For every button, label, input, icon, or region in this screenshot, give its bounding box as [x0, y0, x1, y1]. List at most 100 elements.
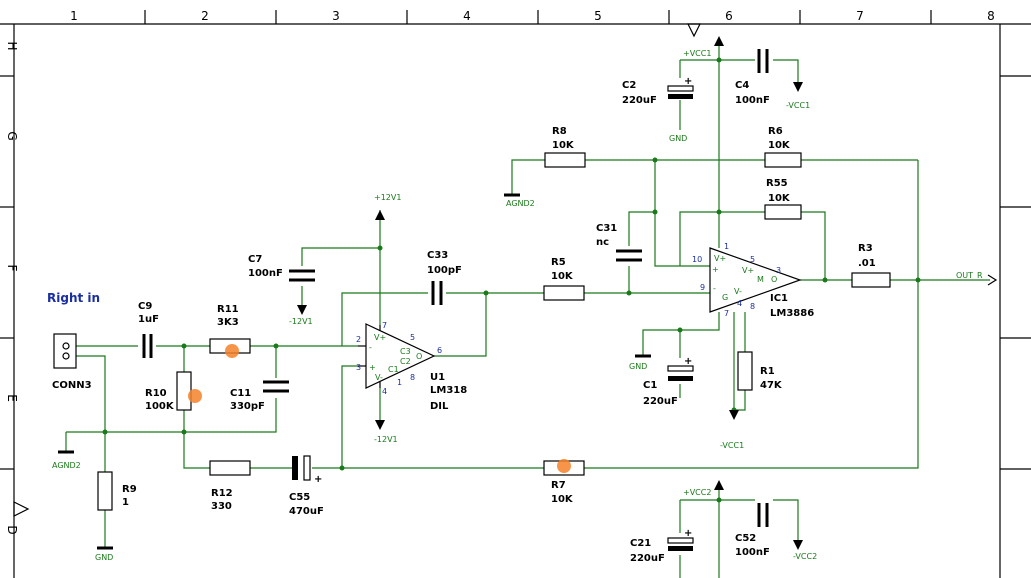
r6-value: 10K [768, 140, 791, 151]
minus12v1-c7-label: -12V1 [289, 317, 313, 326]
r7-ref: R7 [551, 480, 566, 491]
r9-value: 1 [122, 497, 129, 508]
grid-labels: 1 2 3 4 5 6 7 8 H G F E D [5, 9, 995, 535]
u1-vminus-label: V- [375, 373, 383, 382]
u1-pin7: 7 [382, 321, 387, 330]
ic1-vminus-label: V- [734, 287, 742, 296]
u1-ref: U1 [430, 372, 445, 383]
c7-value: 100nF [248, 268, 283, 279]
agnd2-top-symbol: AGND2 [504, 193, 535, 208]
u1-opamp: 2 3 7 4 5 6 1 8 V+ - + V- C3 C2 C1 O U1 … [356, 321, 467, 412]
c2-capacitor: + C2 220uF [622, 76, 694, 106]
r5-ref: R5 [551, 257, 566, 268]
grid-col-1: 1 [70, 9, 78, 23]
r11-value: 3K3 [217, 317, 239, 328]
c11-capacitor: C11 330pF [230, 380, 289, 412]
r7-value: 10K [551, 494, 574, 505]
r10-resistor: R10 100K [145, 371, 192, 412]
c55-value: 470uF [289, 506, 324, 517]
c33-ref: C33 [427, 250, 448, 261]
u1-o-label: O [416, 352, 422, 361]
ic1-m-label: M [757, 275, 764, 284]
gnd-bottom-left-symbol: GND [95, 546, 113, 562]
r3-resistor: R3 .01 [851, 243, 891, 288]
grid-col-8: 8 [987, 9, 995, 23]
ic1-pin4: 4 [737, 299, 742, 308]
u1-minus-label: - [369, 343, 372, 352]
r5-resistor: R5 10K [543, 257, 585, 301]
grid-row-g: G [5, 131, 19, 140]
minus-vcc1-c4-symbol: -VCC1 [786, 82, 810, 110]
c1-plus-mark: + [684, 356, 692, 367]
c2-value: 220uF [622, 95, 657, 106]
u1-pin1: 1 [397, 378, 402, 387]
plus12v1-symbol: +12V1 [374, 193, 401, 220]
c21-capacitor: + C21 220uF [630, 528, 694, 564]
conn3-connector: CONN3 [52, 333, 92, 391]
c52-capacitor: C52 100nF [735, 503, 770, 558]
r55-value: 10K [768, 193, 791, 204]
ic1-value: LM3886 [770, 308, 814, 319]
minus12v1-c7-symbol: -12V1 [289, 305, 313, 326]
gnd-ic1-label: GND [629, 362, 647, 371]
gnd-bottom-left-label: GND [95, 553, 113, 562]
c9-capacitor: C9 1uF [138, 301, 159, 358]
c31-ref: C31 [596, 223, 617, 234]
minus12v1-u1-label: -12V1 [374, 435, 398, 444]
r8-value: 10K [552, 140, 575, 151]
r12-resistor: R12 330 [209, 460, 251, 512]
r12-value: 330 [211, 501, 232, 512]
gnd-ic1-symbol: GND [629, 354, 651, 371]
grid-col-7: 7 [856, 9, 864, 23]
c21-value: 220uF [630, 553, 665, 564]
u1-c2-label: C2 [400, 357, 411, 366]
r5-value: 10K [551, 271, 574, 282]
c11-ref: C11 [230, 388, 251, 399]
out-r-label: OUT_R [956, 271, 983, 280]
junctions [102, 57, 921, 503]
u1-value: LM318 [430, 385, 467, 396]
sheet-frame [0, 10, 1031, 578]
gnd-c2-label: GND [669, 134, 687, 143]
ic1-pin10: 10 [692, 255, 702, 264]
r8-resistor: R8 10K [544, 126, 586, 168]
r11-ref: R11 [217, 304, 239, 315]
c7-capacitor: C7 100nF [248, 254, 315, 282]
minus-vcc2-symbol: -VCC2 [793, 540, 817, 561]
out-r-port: OUT_R [956, 271, 998, 286]
c9-value: 1uF [138, 314, 159, 325]
c31-value: nc [596, 237, 609, 248]
c2-ref: C2 [622, 80, 636, 91]
minus-vcc1-c4-label: -VCC1 [786, 101, 810, 110]
c55-capacitor: + C55 470uF [289, 455, 324, 517]
r55-resistor: R55 10K [764, 178, 802, 220]
c7-ref: C7 [248, 254, 262, 265]
ic1-pin3: 3 [776, 266, 781, 275]
u1-c3-label: C3 [400, 347, 411, 356]
c4-ref: C4 [735, 80, 749, 91]
u1-vplus-label: V+ [374, 333, 386, 342]
wires [65, 44, 990, 578]
minus-vcc1-ic1-label: -VCC1 [720, 441, 744, 450]
grid-col-6: 6 [725, 9, 733, 23]
u1-pin3: 3 [356, 363, 361, 372]
plus-vcc2-label: +VCC2 [683, 488, 711, 497]
c2-plus-mark: + [684, 76, 692, 87]
minus12v1-u1-symbol: -12V1 [374, 420, 398, 444]
ic1-amplifier: 1 10 9 5 3 7 4 8 V+ + - V+ M O G V- IC1 … [692, 242, 814, 319]
u1-c1-label: C1 [388, 365, 399, 374]
ic1-g-label: G [722, 293, 728, 302]
r9-ref: R9 [122, 484, 137, 495]
minus-vcc2-label: -VCC2 [793, 552, 817, 561]
c55-plus-mark: + [314, 474, 322, 485]
plus12v1-label: +12V1 [374, 193, 401, 202]
r10-value: 100K [145, 401, 175, 412]
agnd2-left-label: AGND2 [52, 461, 81, 470]
c9-ref: C9 [138, 301, 152, 312]
r10-ref: R10 [145, 388, 167, 399]
ic1-vplus-label: V+ [742, 266, 754, 275]
c31-capacitor: C31 nc [596, 223, 642, 262]
u1-pin5: 5 [410, 333, 415, 342]
ic1-vplus-in-label: V+ [714, 254, 726, 263]
